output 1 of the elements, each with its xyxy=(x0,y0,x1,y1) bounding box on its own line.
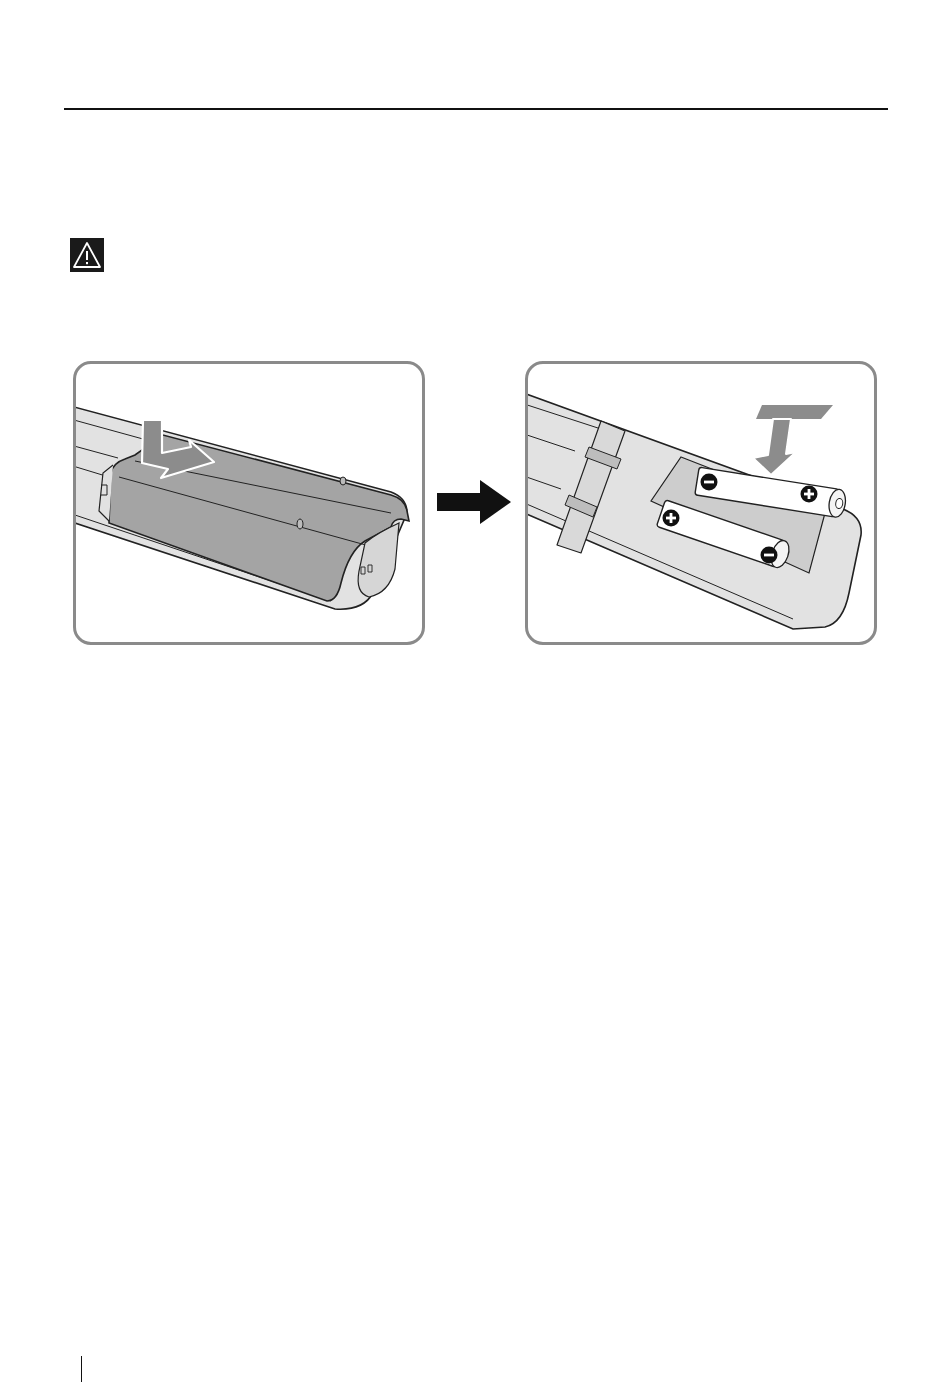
arrow xyxy=(437,480,511,524)
